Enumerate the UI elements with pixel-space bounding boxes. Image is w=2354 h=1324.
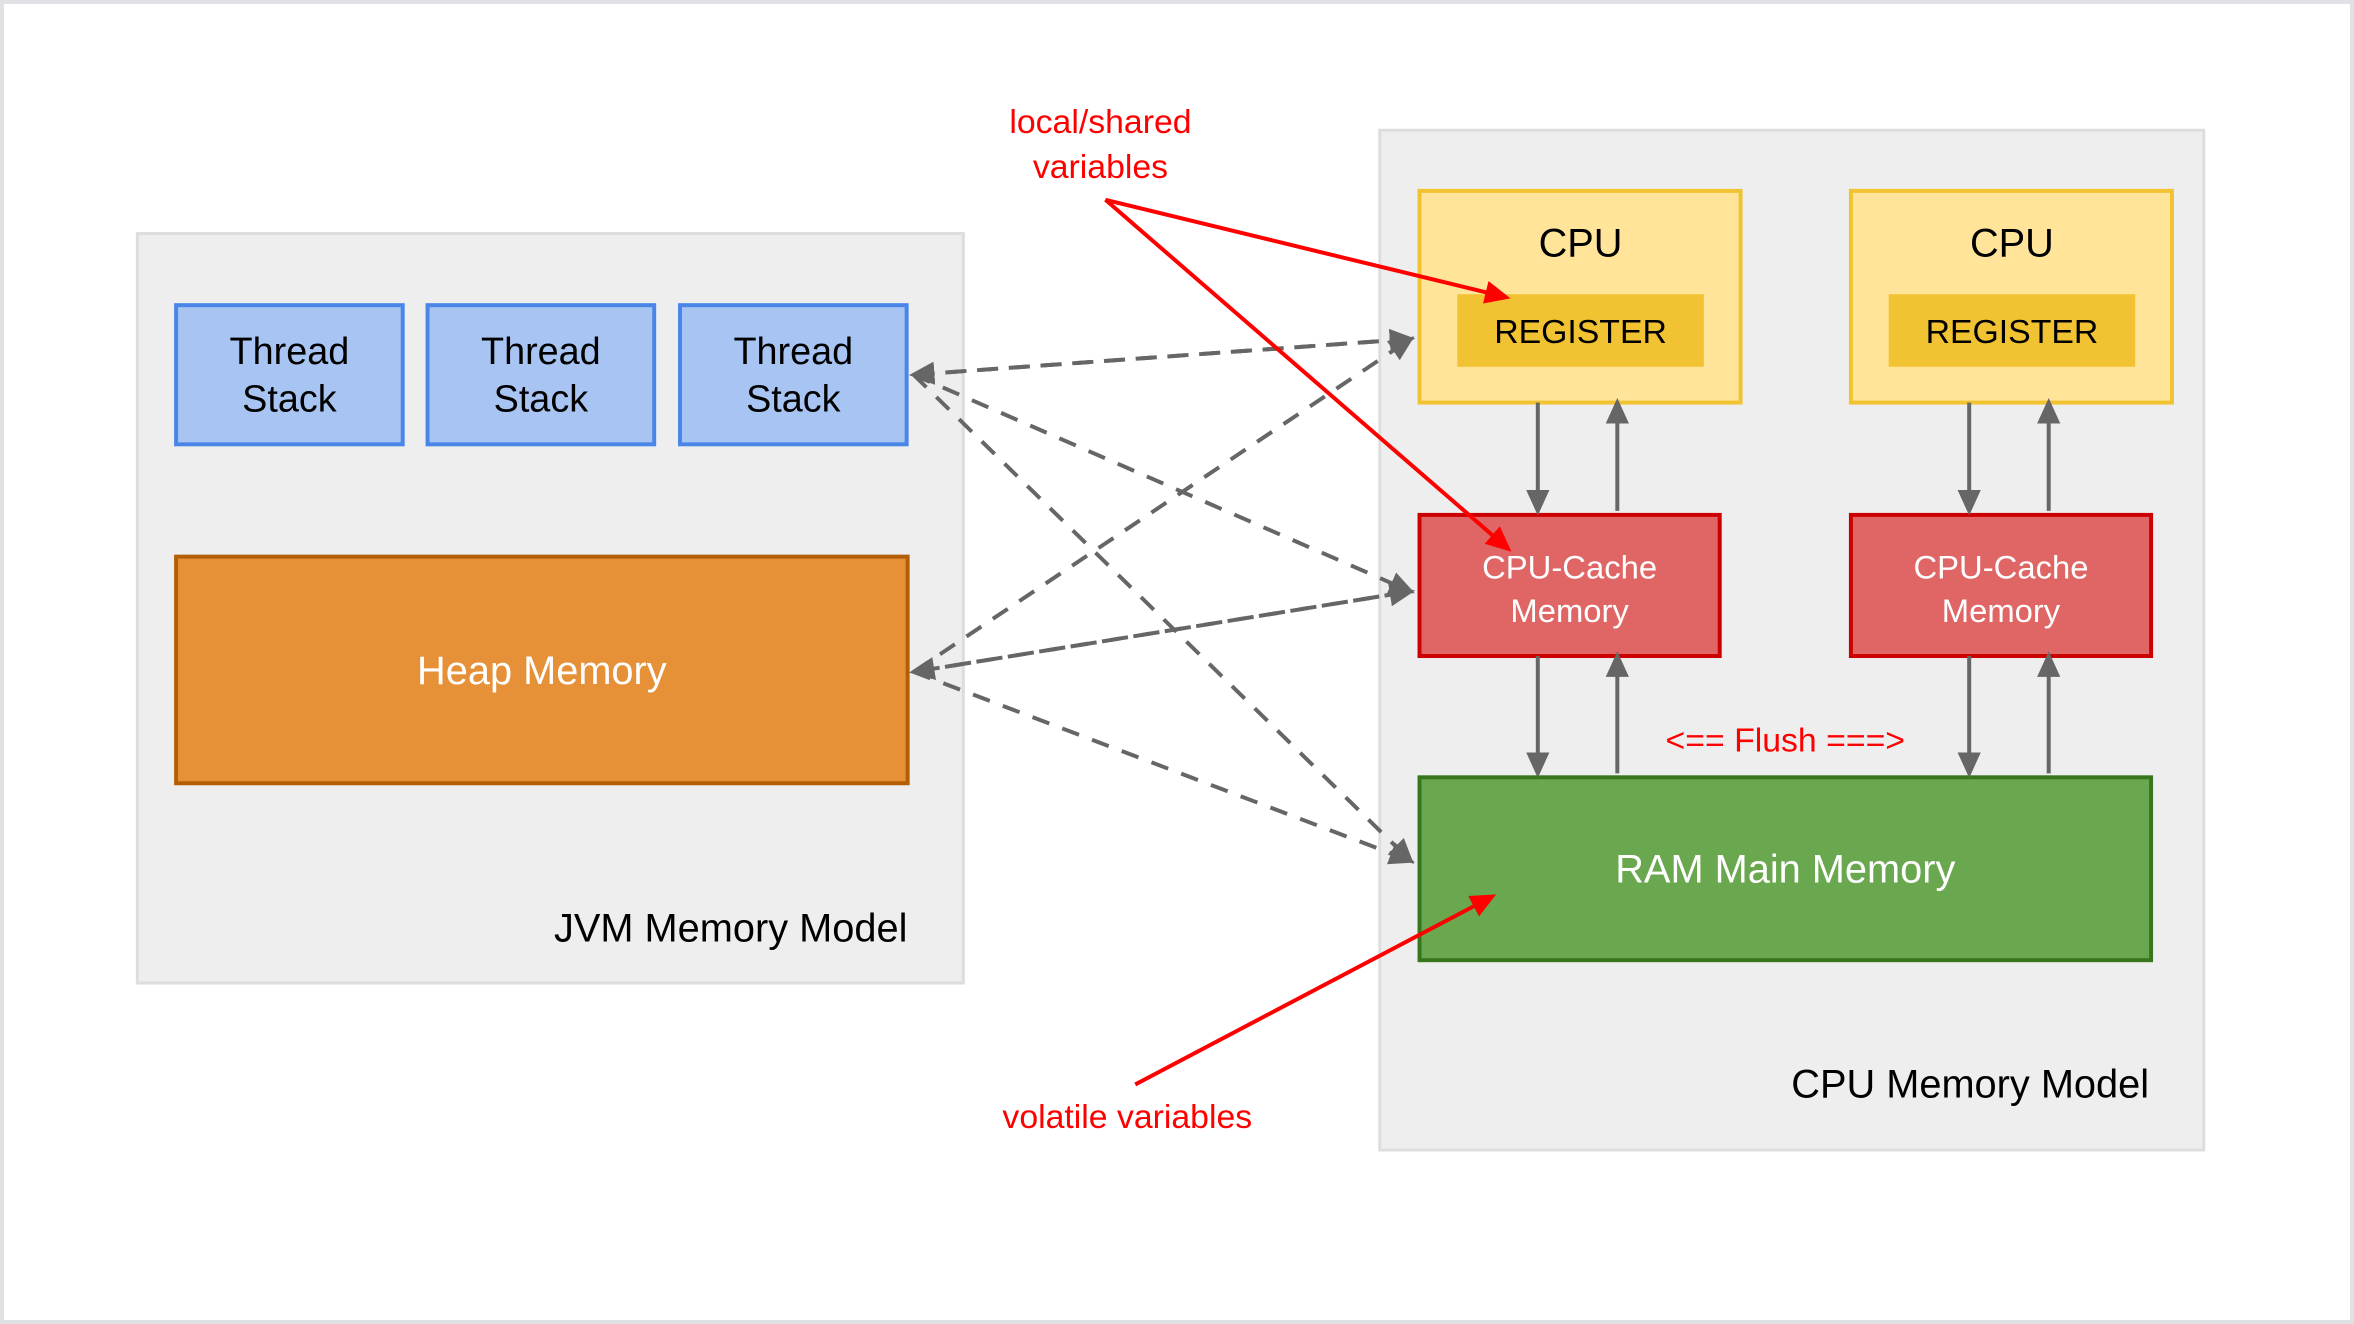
heap-memory-label: Heap Memory [417, 649, 667, 693]
cpu-cache-label-2-line2: Memory [1942, 592, 2061, 629]
heap-memory-rect [174, 554, 910, 786]
annotation-volatile: volatile variables [1002, 894, 1497, 1136]
thread-stack-box-1[interactable]: Thread Stack [174, 303, 405, 447]
register-label-1: REGISTER [1494, 313, 1667, 351]
connector-thread-to-cache1 [912, 372, 1415, 594]
thread-stack-box-3[interactable]: Thread Stack [678, 303, 909, 447]
cpu-cache-rect-2 [1848, 512, 2154, 659]
ram-rect [1417, 775, 2154, 963]
vertical-connectors [1526, 397, 2061, 778]
jvm-memory-model-group: Thread Stack Thread Stack Thread Stack H… [135, 232, 965, 985]
cpu-title-2: CPU [1970, 221, 2054, 265]
connector-thread-to-register1 [913, 328, 1416, 377]
cpu-title-1: CPU [1539, 221, 1623, 265]
thread-stack-label-1-line1: Thread [230, 331, 350, 373]
thread-stack-label-1-line2: Stack [242, 379, 337, 421]
thread-stack-rect-3 [678, 303, 909, 447]
cpu-core-box-1[interactable]: CPU REGISTER [1417, 188, 1743, 405]
cpu-cache-box-1[interactable]: CPU-Cache Memory [1417, 512, 1722, 659]
connector-thread-to-ram [912, 373, 1414, 865]
cpu-memory-model-group: CPU REGISTER CPU REGISTER CPU-Cache Memo… [1378, 128, 2206, 1152]
annotation-local-shared: local/shared variables [1009, 103, 1512, 552]
cpu-group-title: CPU Memory Model [1791, 1062, 2149, 1106]
connector-heap-to-cache1 [913, 583, 1416, 674]
ram-main-memory-box[interactable]: RAM Main Memory [1417, 775, 2154, 963]
register-label-2: REGISTER [1926, 313, 2099, 351]
heap-memory-box[interactable]: Heap Memory [174, 554, 910, 786]
cpu-cache-rect-1 [1417, 512, 1722, 659]
jvm-group-title: JVM Memory Model [554, 906, 907, 950]
cpu-cache-label-1-line2: Memory [1510, 592, 1629, 629]
dashed-connectors [908, 328, 1416, 865]
thread-stack-label-2-line2: Stack [494, 379, 589, 421]
thread-stack-label-3-line2: Stack [746, 379, 841, 421]
local-shared-label-line2: variables [1033, 148, 1168, 186]
connector-heap-to-register1 [912, 336, 1415, 674]
thread-stack-box-2[interactable]: Thread Stack [425, 303, 657, 447]
ram-label: RAM Main Memory [1615, 848, 1955, 892]
thread-stack-rect-1 [174, 303, 405, 447]
cpu-core-box-2[interactable]: CPU REGISTER [1848, 188, 2174, 405]
local-shared-arrow-to-register [1104, 197, 1511, 304]
register-rect-2 [1888, 294, 2136, 367]
thread-stack-rect-2 [425, 303, 657, 447]
register-rect-1 [1457, 294, 1704, 367]
local-shared-arrow-to-cache [1104, 198, 1512, 552]
cpu-cache-box-2[interactable]: CPU-Cache Memory [1848, 512, 2154, 659]
flush-label: <== Flush ===> [1666, 721, 1905, 759]
memory-model-diagram: Thread Stack Thread Stack Thread Stack H… [135, 103, 2206, 1152]
thread-stack-label-3-line1: Thread [733, 331, 853, 373]
cpu-cache-label-1-line1: CPU-Cache [1482, 549, 1657, 586]
connector-heap-to-ram [912, 670, 1415, 865]
connector-cache1-to-heap [909, 589, 1411, 681]
connector-register1-to-thread [908, 336, 1411, 385]
local-shared-label-line1: local/shared [1009, 103, 1191, 141]
volatile-arrow-to-ram [1134, 894, 1497, 1087]
thread-stack-label-2-line1: Thread [481, 331, 601, 373]
cpu-cache-label-2-line1: CPU-Cache [1913, 549, 2088, 586]
volatile-label: volatile variables [1002, 1098, 1252, 1136]
